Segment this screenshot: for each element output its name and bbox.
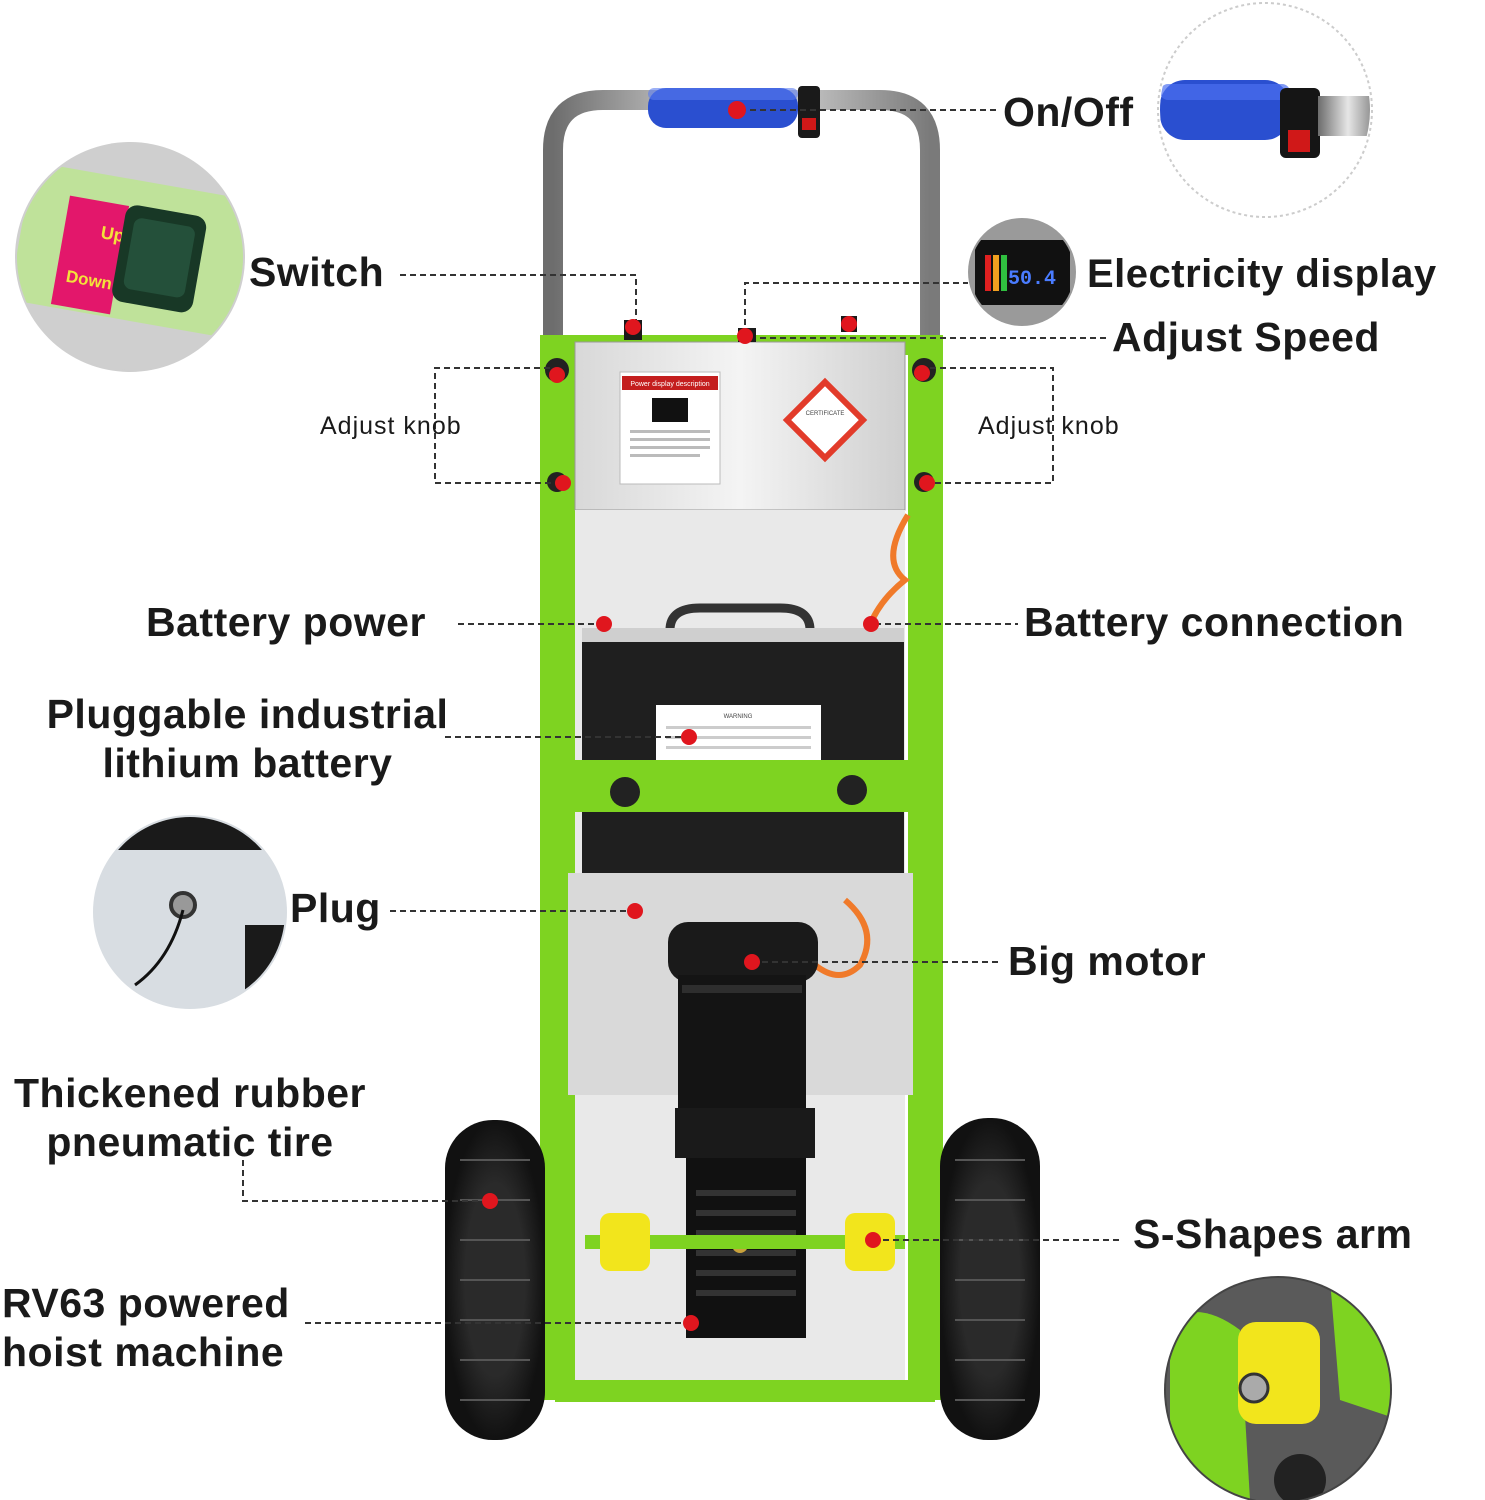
- hoist-machine-label: RV63 powered hoist machine: [2, 1279, 322, 1377]
- plug-inset: [93, 815, 287, 1009]
- panel-card-title: Power display description: [630, 381, 709, 388]
- control-panel: Power display description CERTIFICATE: [574, 341, 906, 511]
- on-off-inset: [1157, 2, 1373, 218]
- battery-connection-label: Battery connection: [1024, 599, 1405, 645]
- tire-line-2: pneumatic tire: [46, 1119, 334, 1166]
- plug-label: Plug: [290, 885, 381, 931]
- lithium-battery: WARNING: [570, 603, 915, 873]
- certificate-label: CERTIFICATE: [806, 411, 845, 417]
- red-markers: [482, 101, 935, 1331]
- on-off-label: On/Off: [1003, 89, 1134, 135]
- big-motor-label: Big motor: [1008, 938, 1207, 984]
- electricity-display-label: Electricity display: [1087, 252, 1437, 296]
- pluggable-battery-label: Pluggable industrial lithium battery: [30, 690, 465, 788]
- hoist-line-2: hoist machine: [2, 1329, 285, 1376]
- switch-up-text: Up: [99, 222, 126, 246]
- adjust-speed-label: Adjust Speed: [1112, 314, 1380, 360]
- tire-label: Thickened rubber pneumatic tire: [0, 1069, 380, 1167]
- tire-line-1: Thickened rubber: [13, 1070, 366, 1116]
- adjust-knob-right-label: Adjust knob: [978, 412, 1120, 440]
- battery-power-label: Battery power: [146, 599, 426, 645]
- s-arm-inset: [1164, 1276, 1392, 1500]
- leader-lines: [242, 109, 1120, 1324]
- display-reading: 50.4: [1008, 268, 1056, 291]
- display-inset: 50.4: [968, 218, 1076, 326]
- pluggable-battery-line-2: lithium battery: [102, 740, 393, 787]
- switch-label: Switch: [249, 249, 385, 295]
- hoist-line-1: RV63 powered: [2, 1280, 290, 1326]
- orange-cable: [867, 513, 911, 627]
- on-off-switch-housing: [798, 86, 820, 138]
- blue-handle-grip: [648, 86, 820, 138]
- s-shapes-arm-label: S-Shapes arm: [1133, 1211, 1413, 1257]
- switch-inset: Up Down: [15, 142, 245, 372]
- adjust-knob-left-label: Adjust knob: [320, 412, 462, 440]
- pluggable-battery-line-1: Pluggable industrial: [46, 691, 449, 737]
- motor: [668, 897, 871, 1158]
- battery-warning-label: WARNING: [724, 714, 753, 720]
- pneumatic-tires: [445, 1118, 1040, 1440]
